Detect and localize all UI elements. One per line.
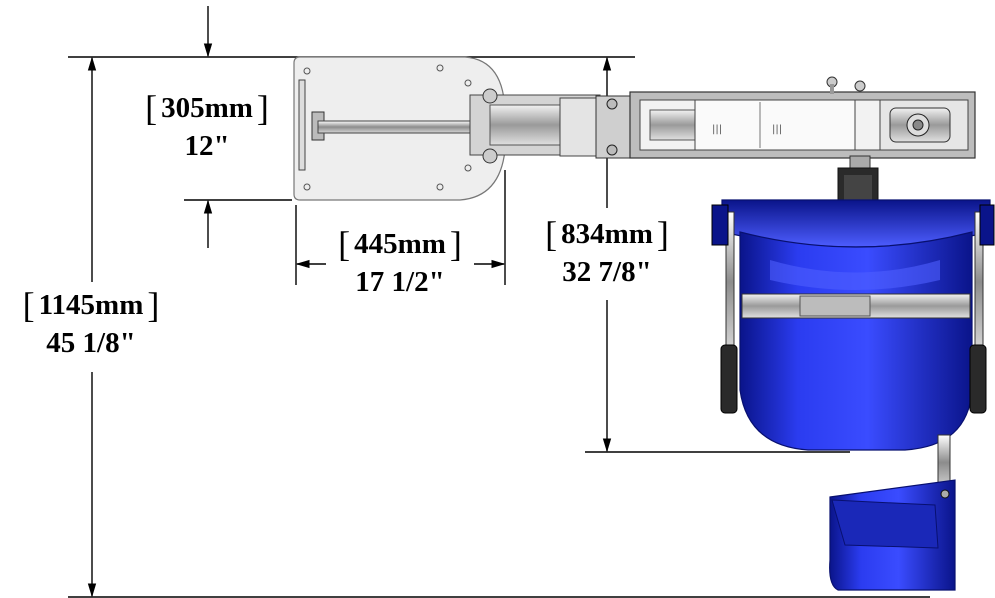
dimension-1145-label: [1145mm] 45 1/8" [4, 287, 178, 358]
dimension-305-label: [305mm] 12" [132, 90, 282, 161]
bracket-right: ] [256, 88, 269, 128]
bracket-left: [ [545, 214, 558, 254]
bracket-right: ] [449, 224, 462, 264]
dimension-1145-mm: 1145mm [38, 289, 144, 321]
bracket-left: [ [338, 224, 351, 264]
bracket-left: [ [22, 285, 35, 325]
blue-tank [711, 199, 995, 451]
foot-assembly [829, 434, 956, 591]
bracket-right: ] [147, 285, 160, 325]
svg-text:|||: ||| [712, 124, 722, 135]
dimension-1145-inches: 45 1/8" [46, 327, 136, 359]
dimension-305-mm: 305mm [161, 92, 253, 124]
dimension-305-inches: 12" [184, 130, 230, 162]
dimension-834-label: [834mm] 32 7/8" [532, 216, 682, 287]
arm-assembly: ||| ||| [317, 76, 976, 213]
dimension-834-mm: 834mm [561, 218, 653, 250]
svg-text:|||: ||| [772, 124, 782, 135]
bracket-right: ] [656, 214, 669, 254]
dimension-445-inches: 17 1/2" [355, 266, 445, 298]
dimension-834-inches: 32 7/8" [562, 256, 652, 288]
bracket-left: [ [145, 88, 158, 128]
dimension-445-mm: 445mm [354, 228, 446, 260]
dimension-445-label: [445mm] 17 1/2" [322, 226, 478, 297]
